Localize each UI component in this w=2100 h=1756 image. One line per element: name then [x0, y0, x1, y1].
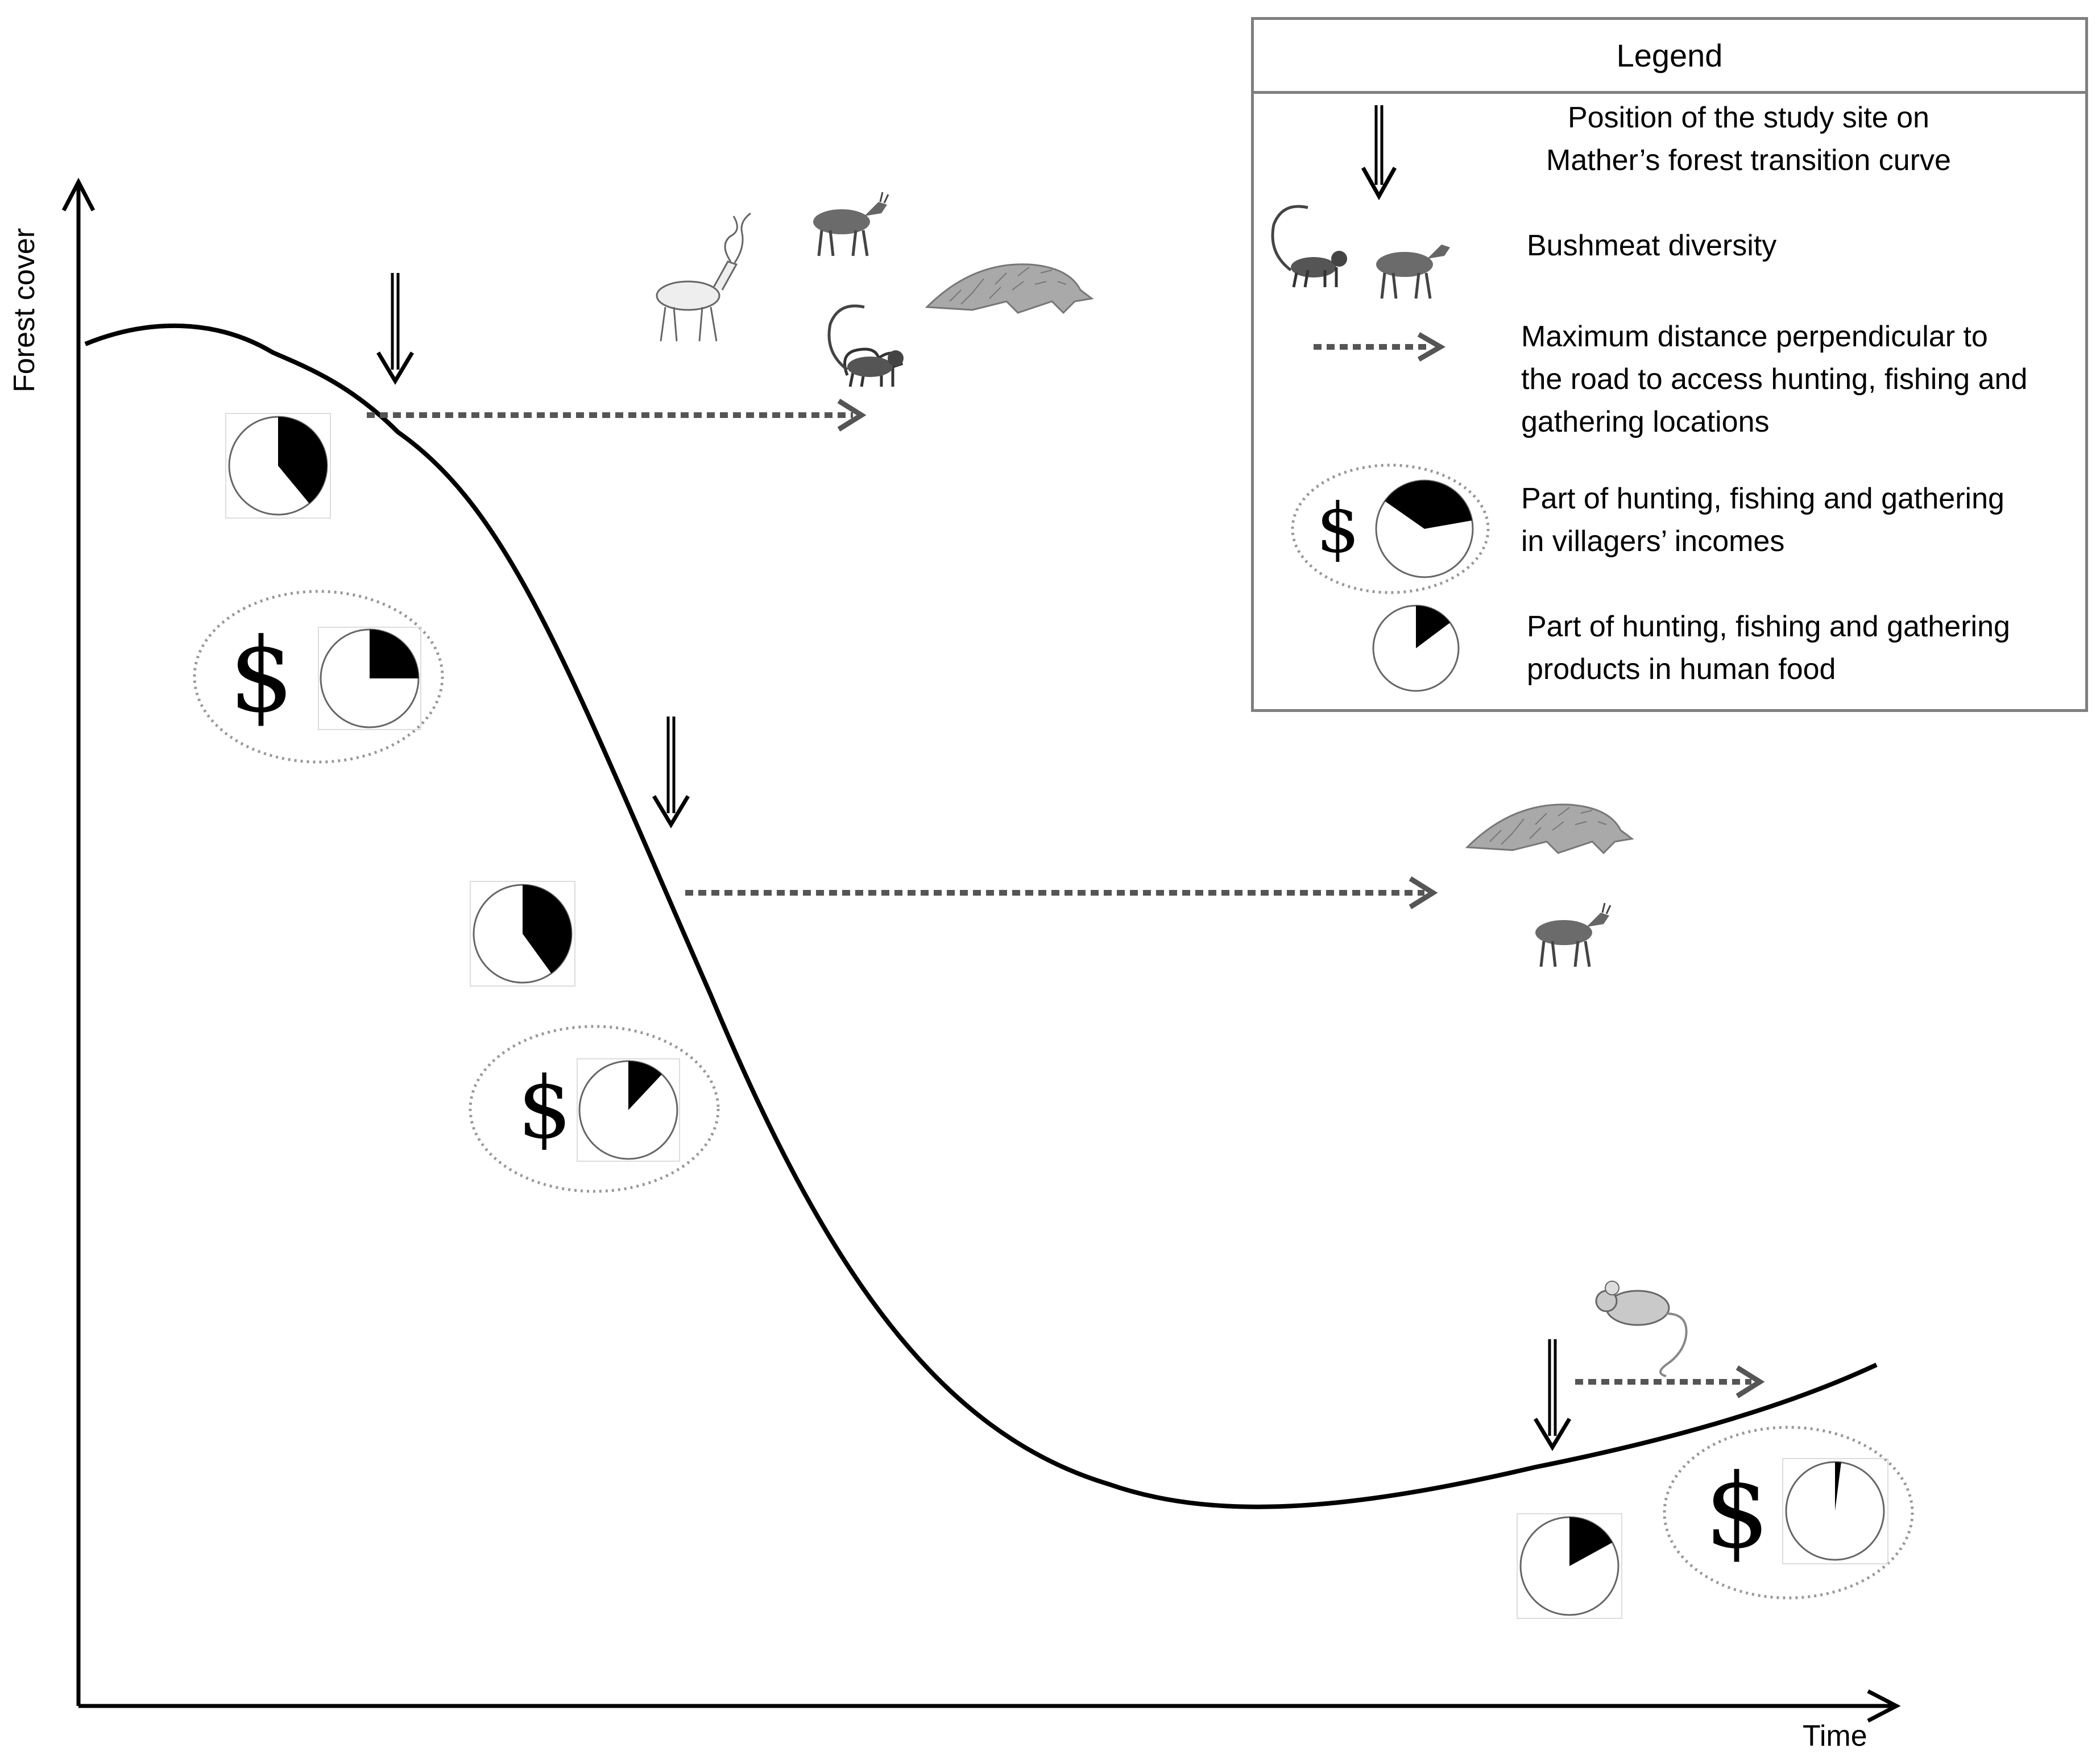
site-middle: $: [469, 717, 1633, 1193]
pie-frame: [470, 881, 575, 987]
rat-icon: [1595, 1280, 1688, 1377]
study-site-arrow-icon: [1535, 1339, 1569, 1447]
legend-entry-income-share: Part of hunting, fishing and gathering i…: [1521, 478, 2004, 563]
legend-text-line: Bushmeat diversity: [1527, 229, 1777, 262]
monkey-icon: [829, 306, 904, 387]
double-down-arrow-icon: [1361, 105, 1397, 201]
food-share-pie-slice: [1569, 1517, 1613, 1566]
legend-text-line: Position of the study site on: [1568, 101, 1929, 134]
food-share-pie-slice: [278, 417, 328, 504]
y-axis-label: Forest cover: [8, 228, 41, 392]
axes: Forest cover Time: [8, 177, 1901, 1753]
income-ellipse: [469, 1025, 720, 1193]
legend-entry-access-distance: Maximum distance perpendicular to the ro…: [1521, 316, 2027, 444]
pie-frame: [1782, 1458, 1888, 1564]
dotted-arrow-head-icon: [1735, 1365, 1765, 1398]
legend-entry-bushmeat: Bushmeat diversity: [1527, 225, 1776, 267]
pie-frame: [318, 627, 421, 730]
dollar-icon: $: [517, 1059, 571, 1158]
legend-entry-study-site: Position of the study site on Mather’s f…: [1424, 97, 2073, 182]
legend-text-line: Part of hunting, fishing and gathering: [1521, 482, 2004, 515]
monkey-and-duiker-icon: [1271, 205, 1450, 299]
study-site-arrow-icon: [654, 717, 688, 825]
pie-frame: [225, 413, 331, 519]
legend-text-line: products in human food: [1527, 653, 1836, 686]
income-share-pie-slice: [1835, 1462, 1841, 1511]
legend-text-line: Part of hunting, fishing and gathering: [1527, 610, 2010, 643]
x-axis-label: Time: [1803, 1720, 1867, 1753]
legend-text-line: the road to access hunting, fishing and: [1521, 363, 2028, 396]
duiker-icon: [813, 192, 888, 256]
site-late: $: [1517, 1280, 1914, 1619]
pie-icon: [1372, 604, 1460, 692]
legend-entry-food-share: Part of hunting, fishing and gathering p…: [1527, 606, 2010, 691]
legend: Legend Position of the study site on Mat…: [1251, 17, 2088, 712]
legend-text-line: Mather’s forest transition curve: [1546, 144, 1951, 177]
legend-text-line: gathering locations: [1521, 405, 1770, 438]
pie-frame: [1517, 1513, 1622, 1619]
legend-text-line: Maximum distance perpendicular to: [1521, 320, 1988, 353]
study-site-arrow-icon: [378, 273, 412, 381]
dollar-pie-icon: $: [1291, 463, 1490, 594]
dotted-arrow-head-icon: [1409, 876, 1438, 909]
dotted-arrow-head-icon: [837, 399, 867, 432]
forest-transition-curve: [84, 323, 1878, 1509]
y-axis-arrowhead-icon: [61, 177, 96, 212]
pangolin-icon: [926, 263, 1093, 314]
income-share-pie-slice: [370, 629, 419, 678]
income-ellipse: [1663, 1426, 1914, 1600]
legend-title: Legend: [1254, 20, 2085, 94]
pie-frame: [577, 1058, 680, 1162]
income-ellipse: [193, 590, 444, 764]
kudu-icon: [656, 212, 752, 342]
x-axis-arrowhead-icon: [1867, 1689, 1901, 1723]
pangolin-icon: [1466, 804, 1633, 854]
dollar-icon: $: [1316, 489, 1360, 568]
duiker-icon: [1535, 903, 1610, 967]
dollar-icon: $: [229, 616, 295, 735]
food-share-pie-slice: [523, 885, 571, 974]
dollar-icon: $: [1705, 1452, 1770, 1571]
income-share-pie-slice: [628, 1061, 662, 1110]
legend-text-line: in villagers’ incomes: [1521, 525, 1785, 558]
site-early: $: [193, 192, 1093, 764]
dotted-arrow-icon: [1314, 332, 1445, 362]
